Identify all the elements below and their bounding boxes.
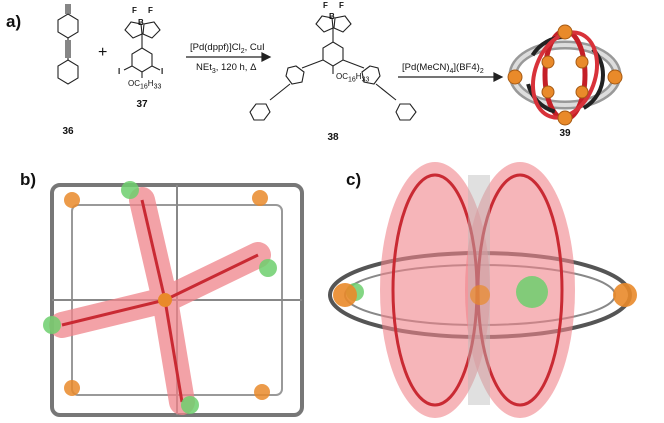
panel-label-b: b) [20, 170, 37, 189]
atom-label-boron-37: B [138, 18, 144, 27]
compound-label-38: 38 [327, 132, 339, 143]
compound-label-37: 37 [136, 99, 148, 110]
atom-label-boron-38: B [329, 12, 335, 21]
atom-label-fluorine-37b: F [148, 6, 153, 15]
molecule-38 [249, 15, 417, 121]
panel-label-c: c) [346, 170, 362, 189]
cage-cartoon-39 [507, 24, 623, 126]
atom-label-fluorine-38b: F [339, 1, 344, 10]
plus-sign: + [98, 44, 108, 61]
cage-model-top-view [43, 181, 304, 417]
cage-model-side-view [328, 162, 637, 418]
atom-label-fluorine-37a: F [132, 6, 137, 15]
molecule-37 [123, 21, 161, 78]
atom-label-fluorine-38a: F [323, 1, 328, 10]
compound-label-36: 36 [62, 126, 74, 137]
compound-label-39: 39 [559, 128, 571, 139]
reaction-arrow-2 [398, 72, 504, 82]
conditions-step1-bottom: NEt3, 120 h, Δ [196, 62, 257, 75]
reaction-arrow-1 [186, 52, 272, 62]
conditions-step2-top: [Pd(MeCN)4](BF4)2 [402, 62, 484, 75]
alkoxy-38: OC16H33 [336, 72, 370, 84]
iodo-right-37: I [161, 67, 164, 76]
alkoxy-37: OC16H33 [128, 79, 162, 91]
panel-label-a: a) [6, 12, 22, 31]
molecule-36 [57, 4, 79, 85]
iodo-left-37: I [118, 67, 121, 76]
conditions-step1-top: [Pd(dppf)]Cl2, CuI [190, 42, 265, 55]
